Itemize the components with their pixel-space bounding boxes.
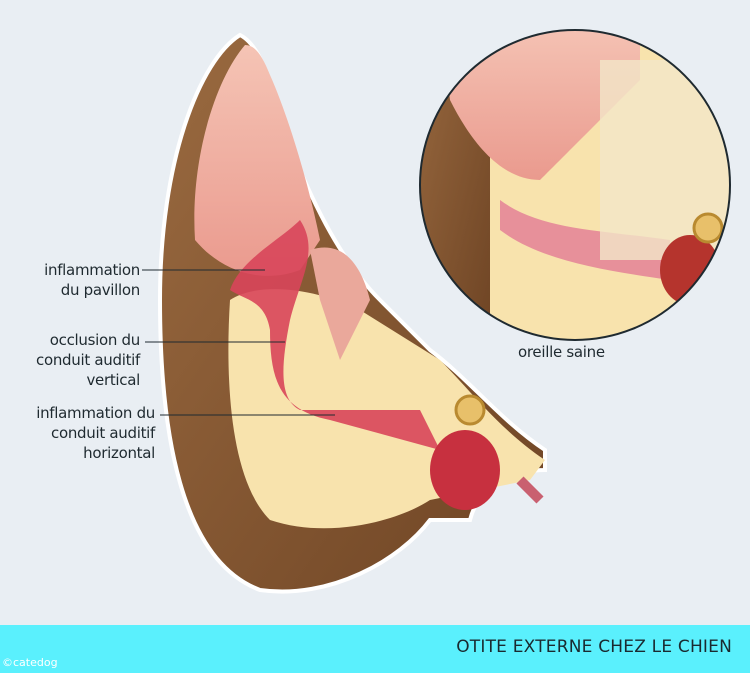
title-banner: OTITE EXTERNE CHEZ LE CHIEN ©catedog (0, 625, 750, 673)
label-vertical-canal-occlusion: occlusion du conduit auditif vertical (36, 331, 140, 389)
ear-anatomy-illustration (142, 29, 731, 594)
label-pinna-inflammation: inflammation du pavillon (44, 261, 140, 299)
label-healthy-ear: oreille saine (518, 343, 605, 361)
banner-title: OTITE EXTERNE CHEZ LE CHIEN (456, 637, 732, 657)
label-horizontal-canal-inflammation: inflammation du conduit auditif horizont… (36, 404, 155, 462)
healthy-ear-inset (419, 29, 731, 341)
copyright-text: ©catedog (2, 656, 58, 669)
diseased-ear (157, 32, 547, 594)
